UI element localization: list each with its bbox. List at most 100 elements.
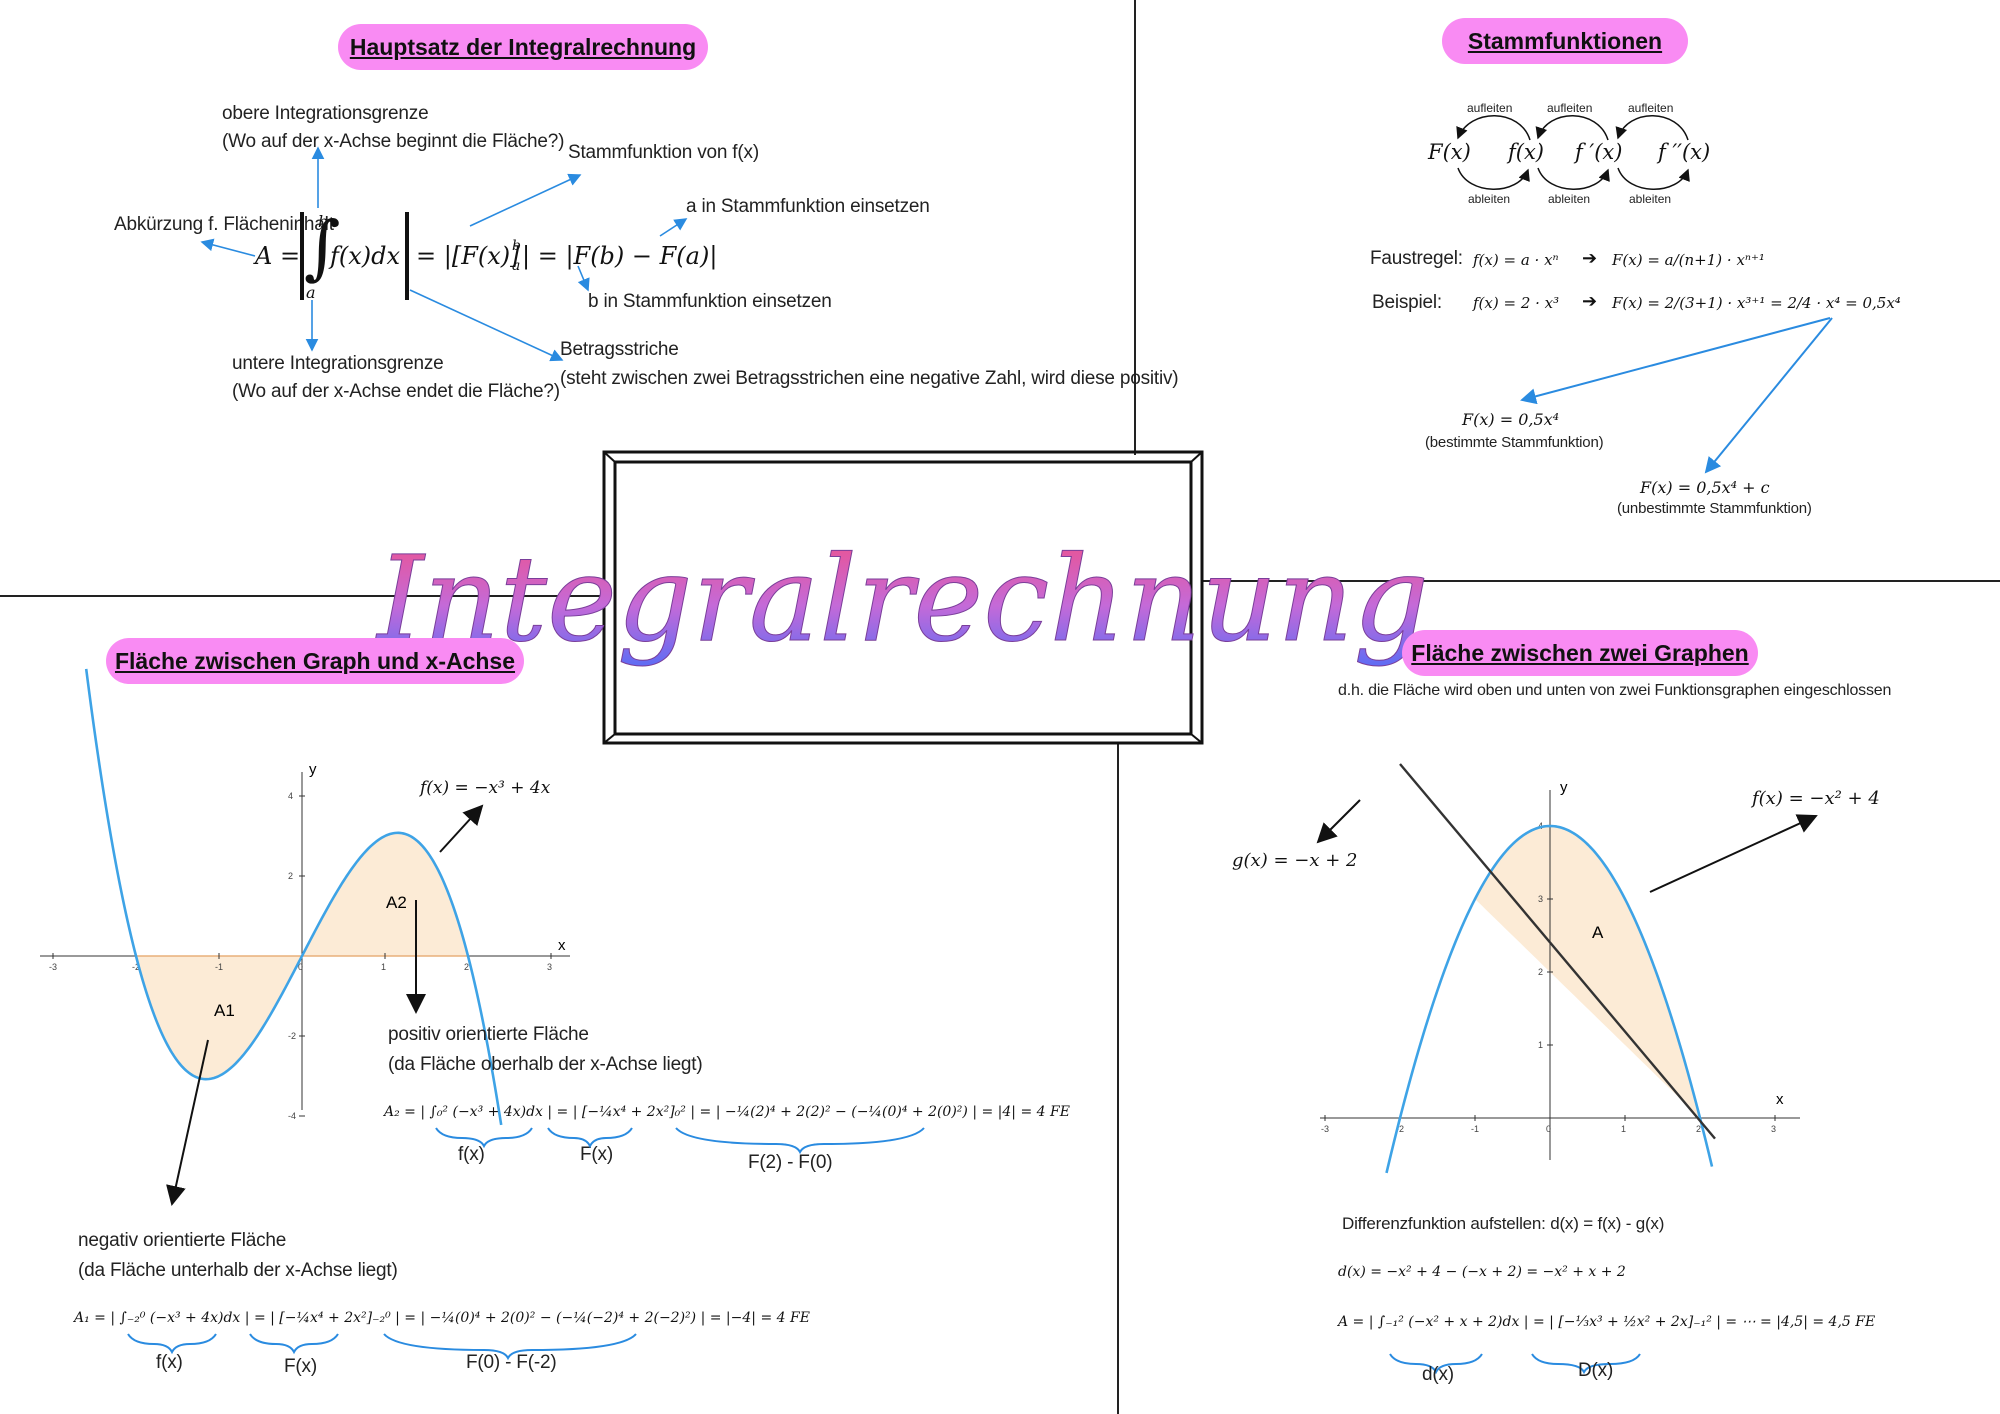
unbest-formula: F(x) = 0,5x⁴ + c (1640, 478, 1770, 497)
a2-brace-1: f(x) (458, 1144, 485, 1165)
abs-bar-left (300, 212, 304, 300)
integral-lower: a (306, 283, 316, 302)
hauptsatz-heading-pill: Hauptsatz der Integralrechnung (338, 24, 708, 70)
cubic-curve (84, 668, 503, 1126)
label-upper-1: obere Integrationsgrenze (222, 103, 429, 124)
hauptsatz-mid-end: | = |F(b) − F(a)| (522, 242, 718, 270)
graphen-heading: Fläche zwischen zwei Graphen (1411, 639, 1749, 666)
x-tick-label: -1 (1471, 1124, 1479, 1134)
faustregel-label: Faustregel: (1370, 248, 1463, 269)
area-a2 (302, 832, 468, 956)
up-label-1: aufleiten (1467, 101, 1513, 115)
up-label-3: aufleiten (1628, 101, 1674, 115)
label-stamm: Stammfunktion von f(x) (568, 142, 759, 163)
integrand: f(x)dx (330, 242, 401, 270)
a2-brace-3: F(2) - F(0) (748, 1152, 833, 1173)
stamm-heading-pill: Stammfunktionen (1442, 18, 1688, 64)
hauptsatz-mid-sup: b (512, 238, 521, 254)
y-tick-label: 2 (1538, 967, 1543, 977)
hauptsatz-mid: = |[F(x)] (416, 242, 520, 270)
x-tick-label: -1 (215, 962, 223, 972)
label-a: a in Stammfunktion einsetzen (686, 196, 930, 217)
pos-label-2: (da Fläche oberhalb der x-Achse liegt) (388, 1054, 703, 1075)
label-betrag-2: (steht zwischen zwei Betragsstrichen ein… (560, 368, 1179, 389)
label-a: A (1592, 923, 1604, 942)
a-formula: A = | ∫₋₁² (−x² + x + 2)dx | = | [−⅓x³ +… (1338, 1314, 1876, 1330)
label-betrag-1: Betragsstriche (560, 339, 679, 360)
x-tick-label: 3 (547, 962, 552, 972)
x-tick-label: 0 (298, 962, 303, 972)
achse-heading-pill: Fläche zwischen Graph und x-Achse (106, 638, 524, 684)
achse-heading: Fläche zwischen Graph und x-Achse (114, 647, 516, 674)
unbest-label: (unbestimmte Stammfunktion) (1617, 500, 1812, 517)
a1-brace-3: F(0) - F(-2) (466, 1352, 557, 1373)
beispiel-arrow-icon: ➔ (1582, 291, 1598, 311)
faustregel-left: f(x) = a · xⁿ (1473, 251, 1559, 269)
chain-f2: f ′′(x) (1658, 140, 1711, 164)
chain-F: F(x) (1428, 140, 1471, 164)
beispiel-left: f(x) = 2 · x³ (1473, 294, 1560, 312)
center-title: Integralrechnung (375, 530, 1429, 668)
brace-d: d(x) (1422, 1364, 1454, 1385)
stamm-heading: Stammfunktionen (1467, 27, 1663, 54)
axis-y-label: y (1560, 779, 1568, 796)
abs-bar-right (405, 212, 409, 300)
label-upper-2: (Wo auf der x-Achse beginnt die Fläche?) (222, 131, 565, 152)
a2-formula: A₂ = | ∫₀² (−x³ + 4x)dx | = | [−¼x⁴ + 2x… (384, 1104, 1070, 1120)
x-tick-label: -2 (132, 962, 140, 972)
parabola-curve (1385, 824, 1714, 1174)
axis-x-label: x (1776, 1091, 1784, 1108)
x-tick-label: 3 (1771, 1124, 1776, 1134)
label-area: Abkürzung f. Flächeninhalt (114, 214, 334, 235)
down-label-2: ableiten (1548, 192, 1591, 206)
best-label: (bestimmte Stammfunktion) (1425, 434, 1604, 451)
label-lower-2: (Wo auf der x-Achse endet die Fläche?) (232, 381, 560, 402)
axis-y-label: y (309, 761, 317, 778)
best-formula: F(x) = 0,5x⁴ (1462, 410, 1560, 429)
neg-label-2: (da Fläche unterhalb der x-Achse liegt) (78, 1260, 398, 1281)
x-tick-label: -3 (1321, 1124, 1329, 1134)
area-a (1475, 826, 1700, 1118)
x-tick-label: 1 (1621, 1124, 1626, 1134)
pos-label-1: positiv orientierte Fläche (388, 1024, 589, 1045)
faustregel-arrow-icon: ➔ (1582, 248, 1598, 268)
hauptsatz-mid-sub: a (512, 258, 521, 274)
y-tick-label: 4 (288, 791, 293, 801)
f-label: f(x) = −x² + 4 (1752, 788, 1880, 809)
down-label-3: ableiten (1629, 192, 1672, 206)
beispiel-label: Beispiel: (1372, 292, 1443, 313)
y-tick-label: 3 (1538, 894, 1543, 904)
chain-f1: f ′(x) (1575, 140, 1623, 164)
faustregel-right: F(x) = a/(n+1) · xⁿ⁺¹ (1612, 251, 1765, 269)
label-a2: A2 (386, 893, 407, 912)
graphen-heading-pill: Fläche zwischen zwei Graphen (1402, 630, 1758, 676)
beispiel-right: F(x) = 2/(3+1) · x³⁺¹ = 2/4 · x⁴ = 0,5x⁴ (1612, 294, 1901, 312)
hauptsatz-lhs: A = (255, 242, 301, 270)
y-tick-label: 1 (1538, 1040, 1543, 1050)
graphen-subheading: d.h. die Fläche wird oben und unten von … (1338, 682, 1892, 699)
x-tick-label: -2 (1396, 1124, 1404, 1134)
neg-label-1: negativ orientierte Fläche (78, 1230, 287, 1251)
brace-D: D(x) (1578, 1360, 1614, 1381)
integral-upper: b (318, 212, 329, 231)
a1-formula: A₁ = | ∫₋₂⁰ (−x³ + 4x)dx | = | [−¼x⁴ + 2… (74, 1310, 810, 1326)
x-tick-label: 0 (1546, 1124, 1551, 1134)
up-label-2: aufleiten (1547, 101, 1593, 115)
y-tick-label: 2 (288, 871, 293, 881)
d-formula: d(x) = −x² + 4 − (−x + 2) = −x² + x + 2 (1338, 1264, 1626, 1280)
cubic-func-label: f(x) = −x³ + 4x (420, 778, 551, 798)
label-b: b in Stammfunktion einsetzen (588, 291, 832, 312)
down-label-1: ableiten (1468, 192, 1511, 206)
label-a1: A1 (214, 1001, 235, 1020)
x-tick-label: 2 (1696, 1124, 1701, 1134)
chain-f: f(x) (1508, 140, 1545, 164)
